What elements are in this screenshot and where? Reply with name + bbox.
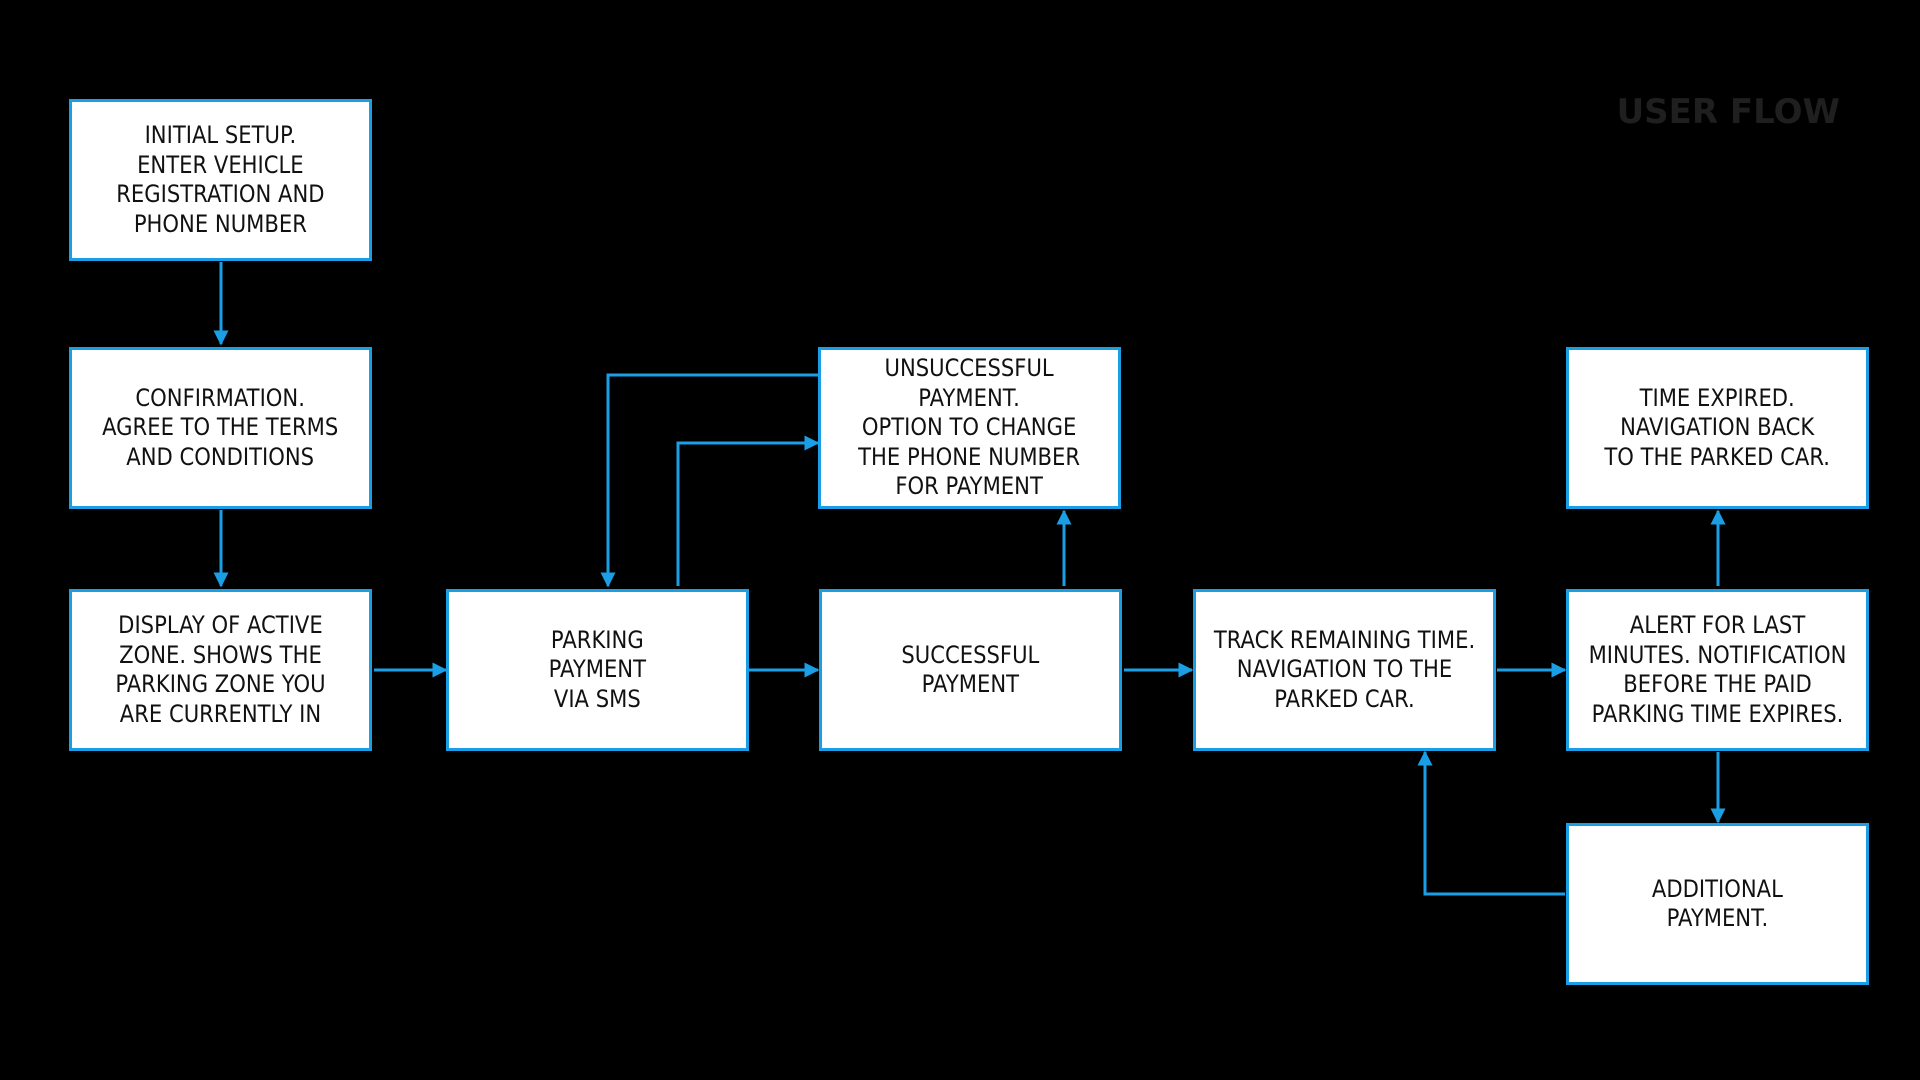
arrow-parking-payment-to-unsuccessful: [676, 435, 820, 586]
arrow-unsuccessful-to-parking-payment: [600, 373, 818, 588]
arrow-additional-payment-to-track-time: [1417, 750, 1565, 896]
diagram-title: USER FLOW: [1616, 92, 1840, 132]
node-time-expired-label: TIME EXPIRED. NAVIGATION BACK TO THE PAR…: [1604, 383, 1831, 471]
node-confirmation: CONFIRMATION. AGREE TO THE TERMS AND CON…: [69, 347, 372, 509]
node-alert-last-minutes: ALERT FOR LAST MINUTES. NOTIFICATION BEF…: [1566, 589, 1869, 751]
node-parking-payment: PARKING PAYMENT VIA SMS: [446, 589, 749, 751]
node-additional-payment-label: ADDITIONAL PAYMENT.: [1652, 874, 1783, 933]
node-initial-setup: INITIAL SETUP. ENTER VEHICLE REGISTRATIO…: [69, 99, 372, 261]
node-parking-payment-label: PARKING PAYMENT VIA SMS: [548, 625, 647, 713]
node-confirmation-label: CONFIRMATION. AGREE TO THE TERMS AND CON…: [102, 383, 339, 471]
node-track-remaining-time-label: TRACK REMAINING TIME. NAVIGATION TO THE …: [1213, 625, 1476, 713]
node-unsuccessful-payment-label: UNSUCCESSFUL PAYMENT. OPTION TO CHANGE T…: [858, 354, 1081, 501]
node-display-active-zone-label: DISPLAY OF ACTIVE ZONE. SHOWS THE PARKIN…: [115, 611, 326, 728]
node-display-active-zone: DISPLAY OF ACTIVE ZONE. SHOWS THE PARKIN…: [69, 589, 372, 751]
node-additional-payment: ADDITIONAL PAYMENT.: [1566, 823, 1869, 985]
node-initial-setup-label: INITIAL SETUP. ENTER VEHICLE REGISTRATIO…: [116, 121, 325, 238]
node-successful-payment-label: SUCCESSFUL PAYMENT: [901, 640, 1040, 699]
node-track-remaining-time: TRACK REMAINING TIME. NAVIGATION TO THE …: [1193, 589, 1496, 751]
node-alert-last-minutes-label: ALERT FOR LAST MINUTES. NOTIFICATION BEF…: [1588, 611, 1847, 728]
node-time-expired: TIME EXPIRED. NAVIGATION BACK TO THE PAR…: [1566, 347, 1869, 509]
node-successful-payment: SUCCESSFUL PAYMENT: [819, 589, 1122, 751]
node-unsuccessful-payment: UNSUCCESSFUL PAYMENT. OPTION TO CHANGE T…: [818, 347, 1121, 509]
